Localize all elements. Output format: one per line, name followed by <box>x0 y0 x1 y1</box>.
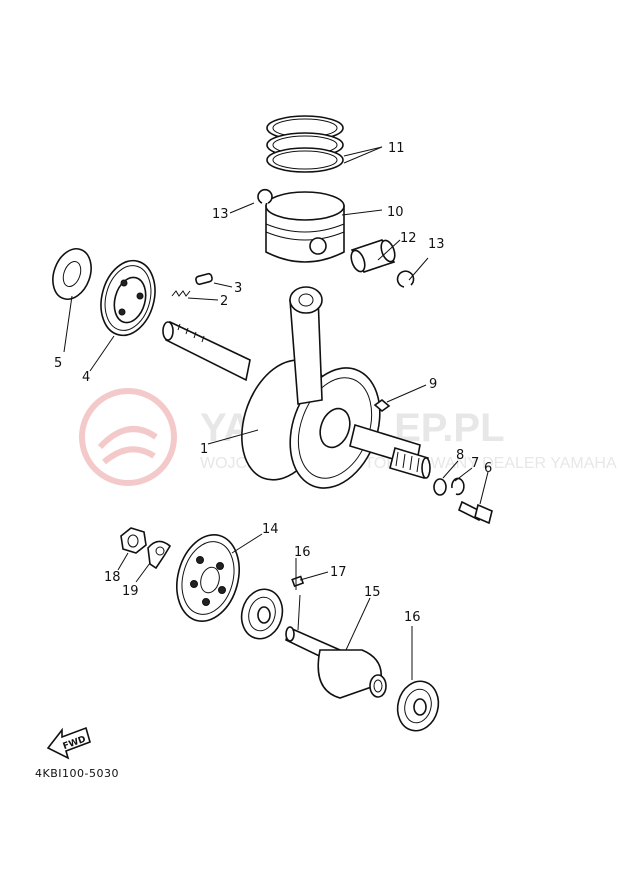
callout-16-left: 16 <box>294 545 311 560</box>
callout-8: 8 <box>456 448 464 463</box>
timing-rotor <box>100 259 156 337</box>
piston-rings <box>266 115 344 173</box>
fwd-arrow: FWD <box>46 726 91 760</box>
callout-3: 3 <box>234 281 242 296</box>
balancer-shaft <box>285 626 387 699</box>
bearing-left <box>240 588 284 640</box>
circlip-right <box>396 270 415 288</box>
spring <box>171 290 191 297</box>
drawing-code: 4KBI100-5030 <box>35 767 119 780</box>
balancer-drive-gear <box>176 533 240 623</box>
dowel-pin <box>195 272 213 286</box>
lock-plate <box>147 540 172 570</box>
piston-pin <box>350 239 396 273</box>
callout-1: 1 <box>200 442 208 457</box>
crankshaft-assembly <box>162 286 431 489</box>
shim-washer <box>52 248 92 300</box>
callout-13-left: 13 <box>212 207 229 222</box>
plain-washer <box>433 478 447 496</box>
callout-17: 17 <box>330 565 347 580</box>
piston <box>265 191 345 263</box>
callout-9: 9 <box>429 377 437 392</box>
callout-13-right: 13 <box>428 237 445 252</box>
callout-5: 5 <box>54 356 62 371</box>
leader-lines <box>63 146 489 680</box>
callout-18: 18 <box>104 570 121 585</box>
callout-6: 6 <box>484 461 492 476</box>
callout-12: 12 <box>400 231 417 246</box>
bearing-right <box>396 680 440 732</box>
callout-7: 7 <box>471 456 479 471</box>
woodruff-key <box>291 575 305 588</box>
callout-4: 4 <box>82 370 90 385</box>
callout-19: 19 <box>122 584 139 599</box>
lock-washer <box>451 477 465 496</box>
callout-2: 2 <box>220 294 228 309</box>
bolt <box>457 500 493 525</box>
callout-16-right: 16 <box>404 610 421 625</box>
callout-10: 10 <box>387 205 404 220</box>
callout-14: 14 <box>262 522 279 537</box>
callout-15: 15 <box>364 585 381 600</box>
circlip-left <box>257 188 273 204</box>
callout-11: 11 <box>388 141 405 156</box>
callouts: 1 2 3 4 5 6 7 8 9 10 11 12 13 13 14 15 1… <box>54 141 492 625</box>
nut <box>120 527 147 554</box>
watermark-logo <box>79 388 177 486</box>
